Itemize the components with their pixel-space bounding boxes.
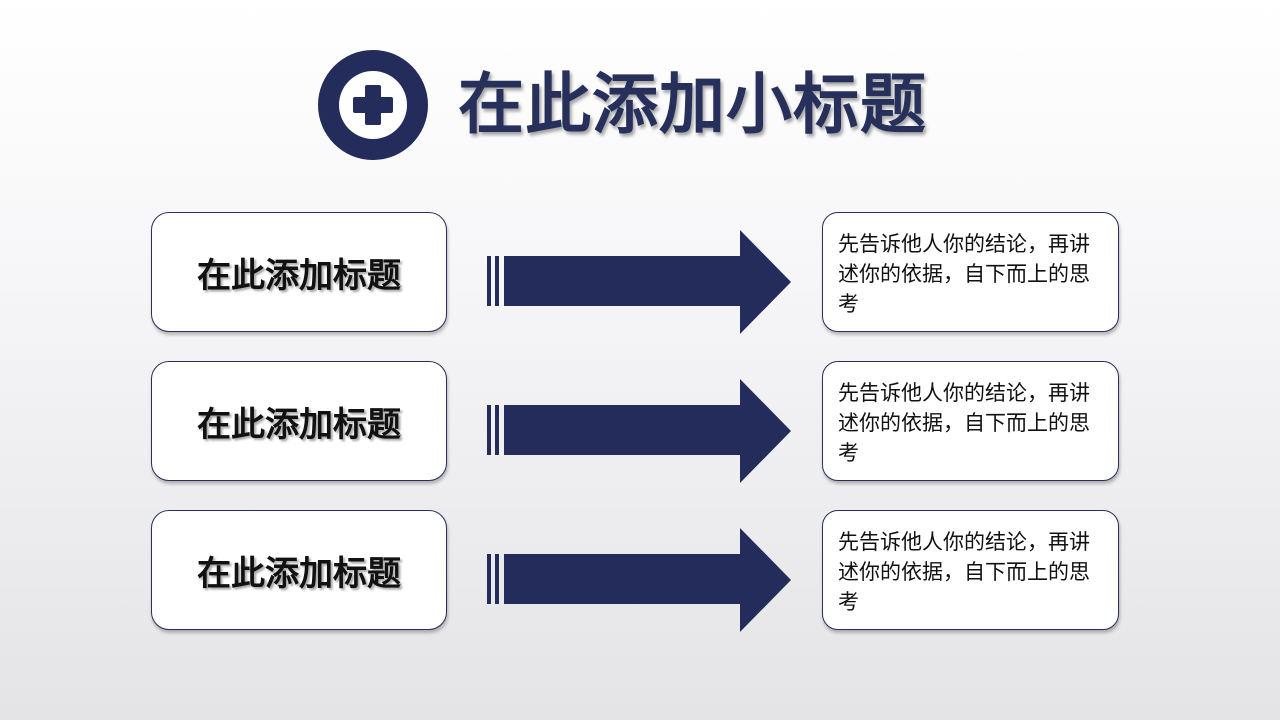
title-box: 在此添加标题 bbox=[151, 361, 447, 481]
row-title: 在此添加标题 bbox=[197, 553, 401, 594]
arrow-right-icon bbox=[487, 230, 791, 334]
row-title: 在此添加标题 bbox=[197, 255, 401, 296]
row-2: 在此添加标题 先告诉他人你的结论，再讲述你的依据，自下而上的思考 bbox=[0, 361, 1280, 483]
row-description: 先告诉他人你的结论，再讲述你的依据，自下而上的思考 bbox=[838, 530, 1090, 614]
page-title: 在此添加小标题 bbox=[458, 66, 927, 143]
title-box: 在此添加标题 bbox=[151, 510, 447, 630]
row-description: 先告诉他人你的结论，再讲述你的依据，自下而上的思考 bbox=[838, 381, 1090, 465]
row-title: 在此添加标题 bbox=[197, 404, 401, 445]
row-3: 在此添加标题 先告诉他人你的结论，再讲述你的依据，自下而上的思考 bbox=[0, 510, 1280, 632]
arrow-right-icon bbox=[487, 528, 791, 632]
description-box: 先告诉他人你的结论，再讲述你的依据，自下而上的思考 bbox=[822, 361, 1119, 481]
row-description: 先告诉他人你的结论，再讲述你的依据，自下而上的思考 bbox=[838, 232, 1090, 316]
plus-circle-icon bbox=[318, 50, 428, 160]
title-box: 在此添加标题 bbox=[151, 212, 447, 332]
row-1: 在此添加标题 先告诉他人你的结论，再讲述你的依据，自下而上的思考 bbox=[0, 212, 1280, 334]
description-box: 先告诉他人你的结论，再讲述你的依据，自下而上的思考 bbox=[822, 212, 1119, 332]
arrow-right-icon bbox=[487, 379, 791, 483]
description-box: 先告诉他人你的结论，再讲述你的依据，自下而上的思考 bbox=[822, 510, 1119, 630]
